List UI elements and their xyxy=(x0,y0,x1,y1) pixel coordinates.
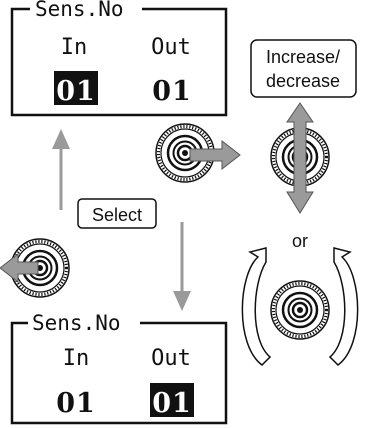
knob-push-right xyxy=(154,122,241,184)
top-display-in-highlight xyxy=(54,71,98,105)
knob-icon xyxy=(269,279,331,341)
increase-decrease-box xyxy=(250,39,357,98)
top-display-frame xyxy=(10,7,228,117)
top-display-out-value: 01 xyxy=(152,76,192,107)
select-box xyxy=(77,198,157,229)
top-display-in-value: 01 xyxy=(56,76,96,107)
bottom-display-in-value: 01 xyxy=(56,388,96,419)
top-display-title-gap xyxy=(30,0,142,20)
bottom-display: Sens.No In Out 01 01 xyxy=(10,311,228,425)
top-display-title: Sens.No xyxy=(35,0,124,21)
top-display: Sens.No In Out 01 01 xyxy=(10,0,228,117)
bottom-display-title: Sens.No xyxy=(32,311,121,335)
knob-turn-up-down xyxy=(269,102,331,214)
or-label: or xyxy=(292,231,308,251)
increase-label-line2: decrease xyxy=(266,71,340,91)
knob-push-left xyxy=(0,237,71,299)
increase-decrease-label: Increase/ decrease xyxy=(250,39,357,98)
top-display-in-header: In xyxy=(61,35,88,60)
bottom-display-out-value: 01 xyxy=(152,388,192,419)
arrow-up-down-icon xyxy=(286,102,314,214)
arrow-right-icon xyxy=(189,139,241,171)
bottom-display-title-gap xyxy=(28,312,140,334)
rotate-arrows-icon xyxy=(241,247,359,366)
knob-rotate xyxy=(241,247,359,366)
top-display-out-header: Out xyxy=(151,35,191,60)
bottom-display-out-header: Out xyxy=(151,346,191,371)
bottom-display-in-header: In xyxy=(63,346,90,371)
increase-label-line1: Increase/ xyxy=(266,47,340,67)
up-arrow-icon xyxy=(52,129,70,210)
select-label: Select xyxy=(92,205,142,225)
down-arrow-icon xyxy=(173,222,191,311)
bottom-display-out-highlight xyxy=(150,383,194,417)
arrow-left-icon xyxy=(0,252,39,284)
